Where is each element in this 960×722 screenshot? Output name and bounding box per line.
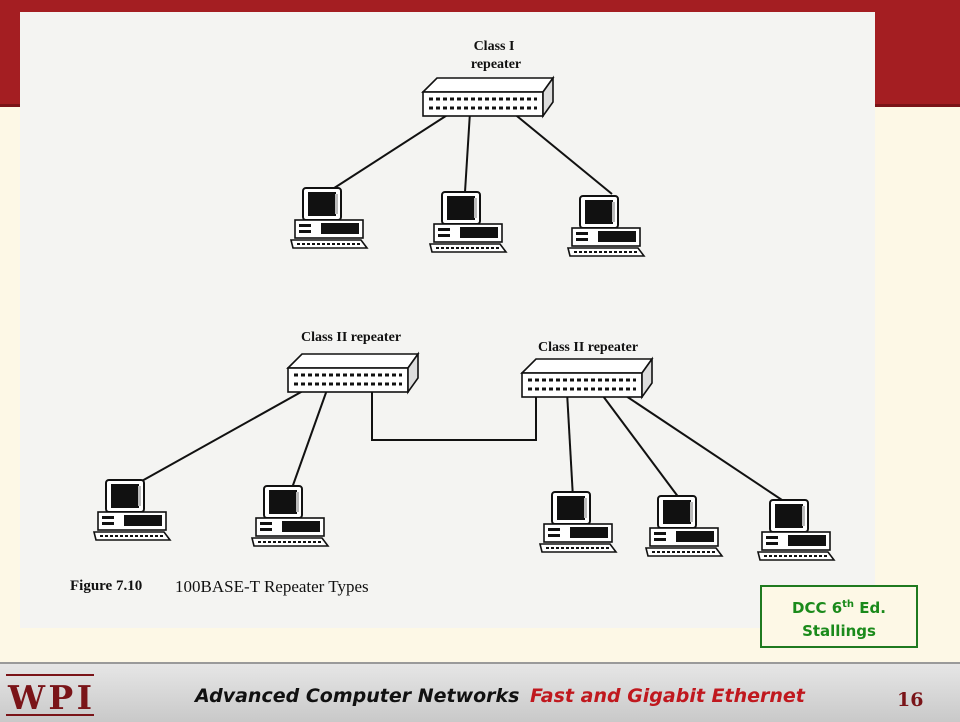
network-diagram: Class I repeater Class II repeater Class… <box>70 39 835 596</box>
pc-icon <box>567 195 645 257</box>
class2-links <box>139 386 789 505</box>
pc-icon <box>290 187 368 249</box>
wpi-logo: WPI <box>6 674 94 717</box>
figure-caption-text: 100BASE-T Repeater Types <box>175 577 369 596</box>
pc-icon <box>93 479 171 541</box>
pc-icon <box>645 495 723 557</box>
pc-icon <box>757 499 835 561</box>
class2-left-repeater <box>286 352 420 394</box>
class2-right-label: Class II repeater <box>538 340 638 355</box>
figure-scan: Class I repeater Class II repeater Class… <box>20 12 875 628</box>
lecture-topic: Fast and Gigabit Ethernet <box>530 685 805 707</box>
credit-ed: Ed. <box>854 599 886 617</box>
wpi-logo-text: WPI <box>7 678 92 717</box>
page-number: 16 <box>897 689 924 711</box>
class2-left-label: Class II repeater <box>301 330 401 345</box>
footer-bar: WPI Advanced Computer Networks Fast and … <box>0 662 960 722</box>
class2-right-repeater <box>520 357 654 399</box>
class1-label-line2: repeater <box>471 57 521 72</box>
pc-icon <box>429 191 507 253</box>
credit-edition: DCC 6 <box>792 599 843 617</box>
course-title: Advanced Computer Networks <box>195 685 520 707</box>
credit-author: Stallings <box>802 622 876 640</box>
source-credit-box: DCC 6th Ed. Stallings <box>760 585 918 648</box>
class1-label-line1: Class I <box>474 39 515 54</box>
class1-links <box>327 111 613 195</box>
credit-line1: DCC 6th Ed. <box>762 593 916 620</box>
pc-icon <box>539 491 617 553</box>
class1-repeater <box>421 76 555 118</box>
pc-icon <box>251 485 329 547</box>
figure-caption-number: Figure 7.10 <box>70 578 142 594</box>
credit-superscript: th <box>842 599 855 610</box>
